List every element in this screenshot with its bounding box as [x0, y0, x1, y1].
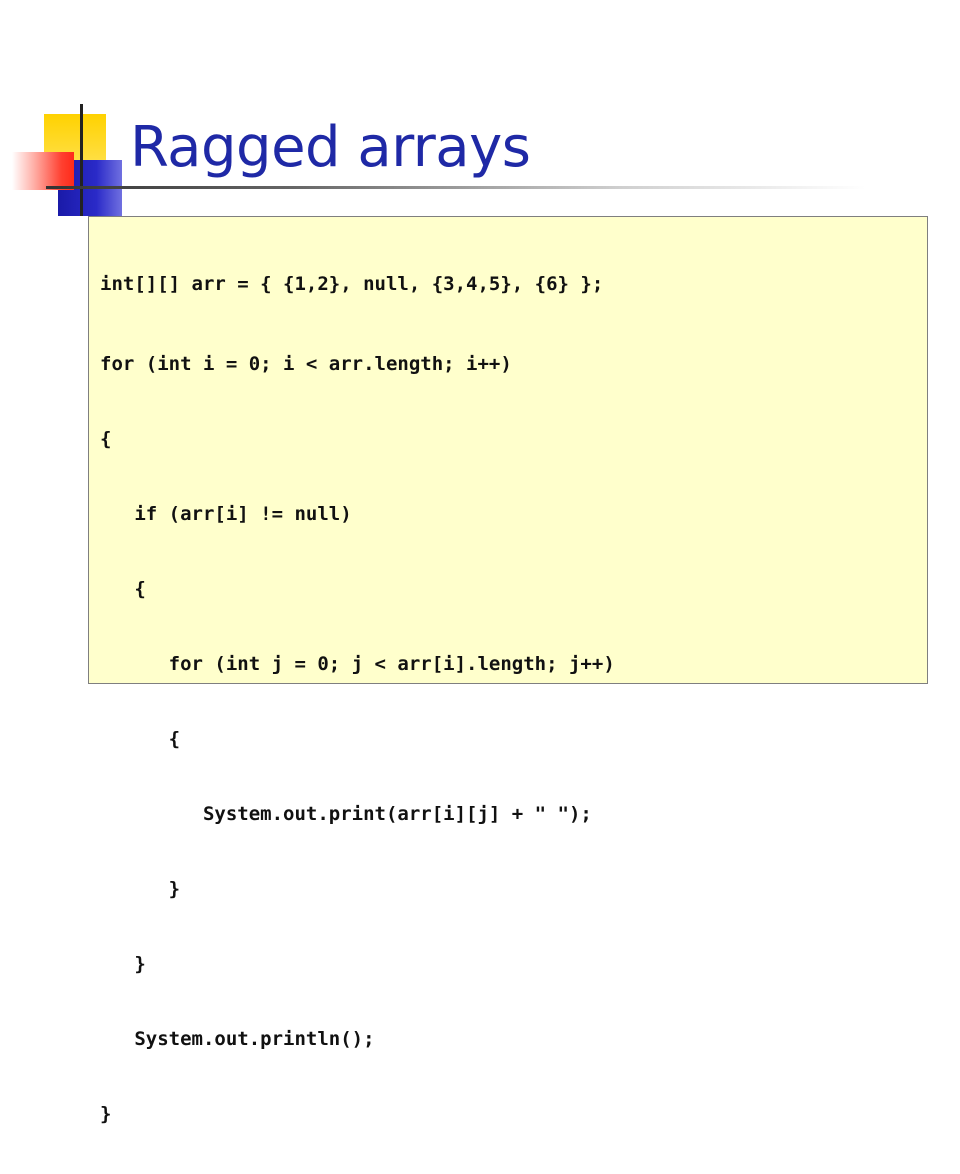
- title-underline: [46, 186, 866, 189]
- code-line: System.out.println();: [100, 1028, 375, 1050]
- code-line: {: [100, 578, 146, 600]
- slide: Ragged arrays int[][] arr = { {1,2}, nul…: [12, 104, 928, 1125]
- slide-title: Ragged arrays: [130, 115, 531, 180]
- logo-vertical-line: [80, 104, 83, 216]
- code-line: }: [100, 953, 146, 975]
- code-line: int[][] arr = { {1,2}, null, {3,4,5}, {6…: [100, 273, 604, 295]
- code-line: }: [100, 878, 181, 900]
- code-line: System.out.print(arr[i][j] + " ");: [100, 803, 592, 825]
- code-block: int[][] arr = { {1,2}, null, {3,4,5}, {6…: [88, 216, 928, 1125]
- logo-red-bar: [12, 152, 74, 190]
- code-line: for (int j = 0; j < arr[i].length; j++): [100, 653, 615, 675]
- code-line: if (arr[i] != null): [100, 503, 352, 525]
- code-line: {: [100, 728, 181, 750]
- code-line: }: [100, 1103, 112, 1125]
- code-line: {: [100, 428, 112, 450]
- code-line: for (int i = 0; i < arr.length; i++): [100, 353, 512, 375]
- code-text: int[][] arr = { {1,2}, null, {3,4,5}, {6…: [100, 225, 615, 1174]
